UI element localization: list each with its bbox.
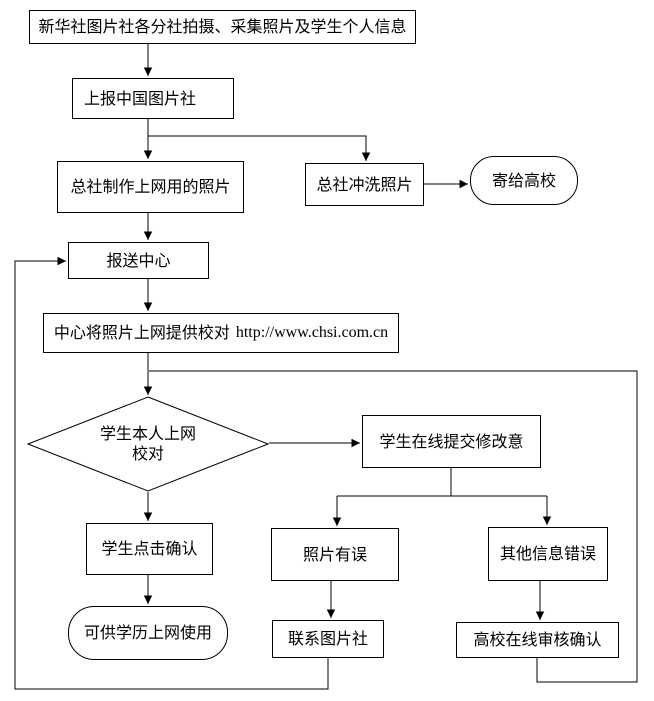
edge-contact-loop [14, 256, 329, 690]
node-other-info-error: 其他信息错误 [488, 527, 608, 581]
node-send-to-universities-label: 寄给高校 [491, 170, 556, 190]
node-report-china-photo: 上报中国图片社 [72, 78, 234, 119]
node-university-review: 高校在线审核确认 [456, 622, 619, 658]
node-develop-photos: 总社冲洗照片 [305, 163, 424, 206]
node-other-info-error-label: 其他信息错误 [499, 544, 596, 563]
decision-label-line2: 校对 [131, 444, 164, 463]
node-student-confirm-label: 学生点击确认 [101, 539, 198, 558]
node-develop-photos-label: 总社冲洗照片 [316, 174, 413, 194]
edge-report-develop [148, 135, 371, 161]
decision-diamond [26, 396, 270, 492]
node-capture-label: 新华社图片社各分社拍摄、采集照片及学生个人信息 [38, 17, 407, 36]
node-contact-photo-agency: 联系图片社 [272, 620, 384, 658]
node-usable-online-label: 可供学历上网使用 [83, 623, 212, 642]
node-submit-changes: 学生在线提交修改意 [362, 415, 541, 468]
node-make-web-photos-label: 总社制作上网用的照片 [70, 177, 231, 196]
node-submit-changes-label: 学生在线提交修改意 [379, 431, 524, 451]
node-student-confirm: 学生点击确认 [86, 523, 213, 575]
node-make-web-photos: 总社制作上网用的照片 [57, 161, 244, 213]
node-contact-photo-agency-label: 联系图片社 [287, 629, 368, 648]
node-decision-student-proof: 学生本人上网 校对 [58, 423, 238, 465]
node-online-proof: 中心将照片上网提供校对 http://www.chsi.com.cn [43, 313, 399, 353]
node-photo-error-label: 照片有误 [302, 544, 367, 564]
node-submit-center-label: 报送中心 [106, 250, 171, 270]
decision-label-line1: 学生本人上网 [99, 424, 196, 443]
node-online-proof-label: 中心将照片上网提供校对 [53, 323, 230, 342]
node-submit-center: 报送中心 [68, 242, 209, 279]
node-photo-error: 照片有误 [271, 528, 399, 581]
node-university-review-label: 高校在线审核确认 [473, 630, 602, 649]
node-report-label: 上报中国图片社 [84, 88, 197, 108]
node-usable-online: 可供学历上网使用 [68, 606, 228, 660]
chsi-url-text: http://www.chsi.com.cn [235, 324, 389, 341]
edge-submit-split [337, 468, 547, 497]
node-capture: 新华社图片社各分社拍摄、采集照片及学生个人信息 [29, 10, 416, 44]
edge-review-loop [149, 370, 638, 683]
node-send-to-universities: 寄给高校 [470, 156, 578, 205]
